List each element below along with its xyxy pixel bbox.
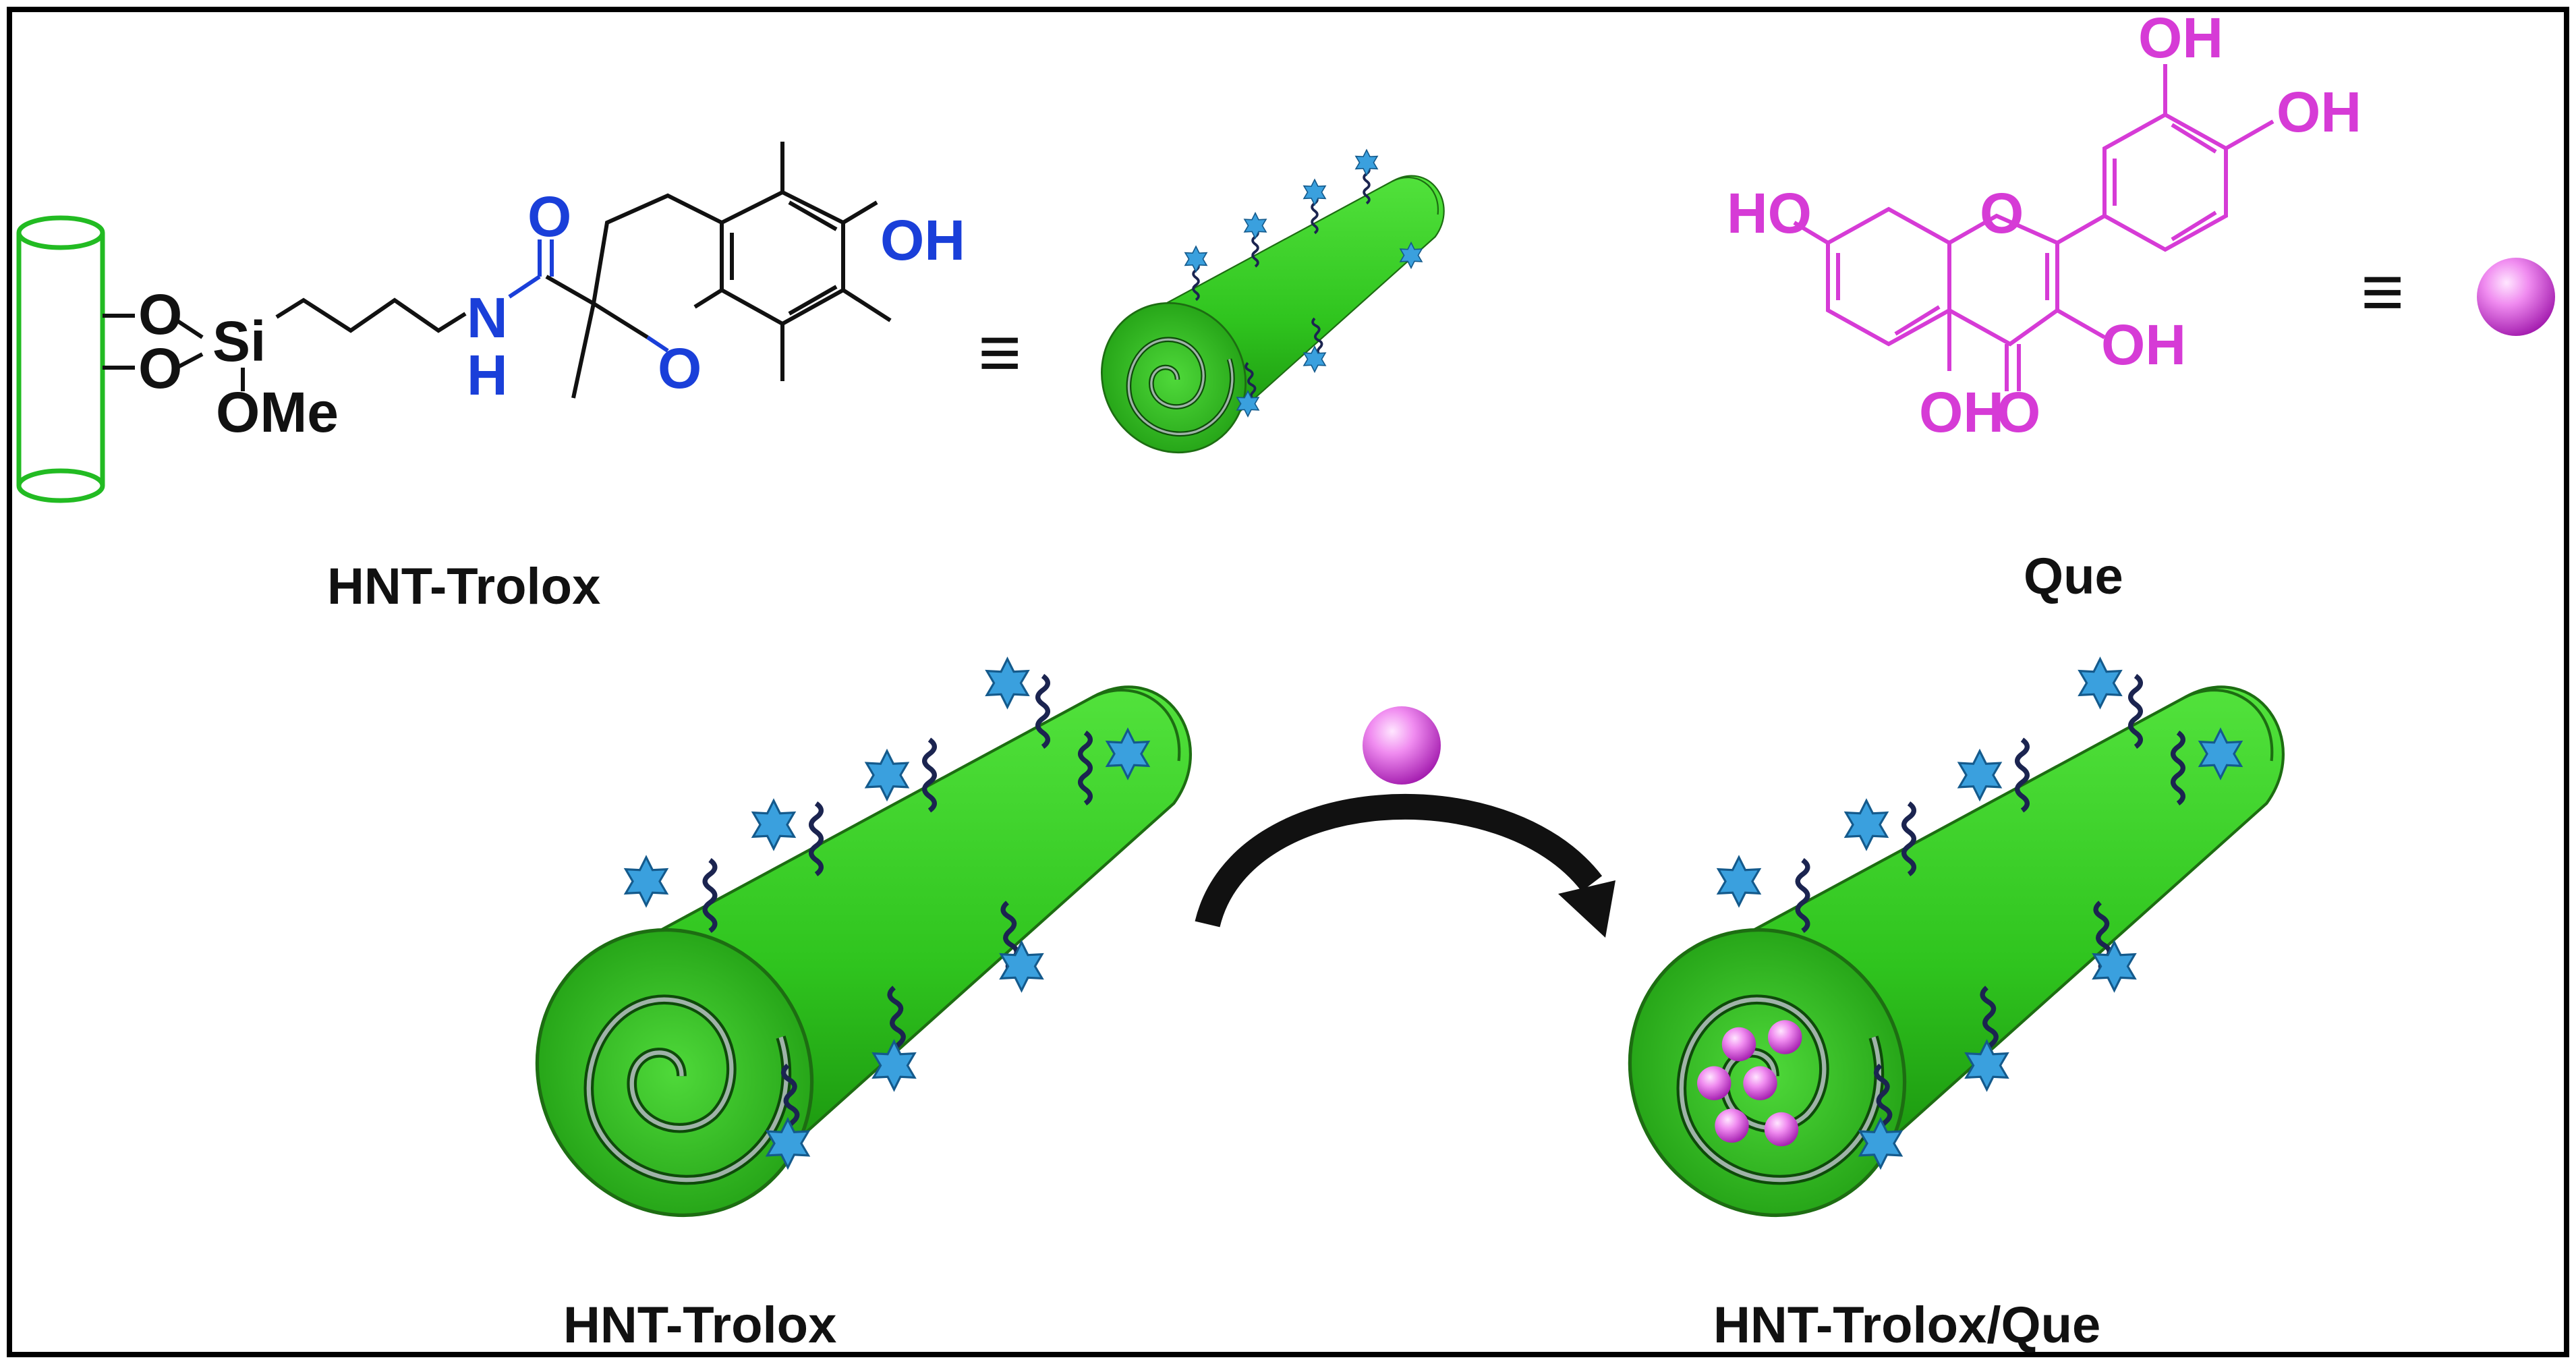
- label-hnt-trolox-top: HNT-Trolox: [327, 558, 600, 615]
- que-atom-carbonyl-o: O: [1997, 380, 2040, 444]
- figure-frame: [7, 7, 2569, 1357]
- que-atom-oh-5: OH: [1919, 380, 2004, 444]
- atom-si: Si: [212, 310, 266, 373]
- halloysite-tube-icon: [16, 215, 105, 503]
- atom-o-1: O: [138, 283, 182, 346]
- label-hnt-trolox-bottom: HNT-Trolox: [563, 1297, 836, 1354]
- atom-oh: OH: [880, 208, 965, 272]
- que-atom-ho: HO: [1727, 181, 1812, 245]
- reaction-arrow-icon: [1195, 793, 1615, 938]
- que-atom-oh-top: OH: [2138, 6, 2223, 69]
- equivalence-symbol-1: ≡: [978, 311, 1021, 394]
- atom-carbonyl-o: O: [527, 185, 571, 248]
- quercetin-structure: [1793, 64, 2274, 391]
- hnt-trolox-que-tube-large: [1578, 658, 2283, 1266]
- que-atom-ring-o: O: [1980, 181, 2024, 245]
- equivalence-symbol-2: ≡: [2361, 250, 2404, 333]
- quercetin-sphere-icon: [2477, 258, 2555, 336]
- hnt-trolox-structure: O O Si OMe: [16, 142, 965, 503]
- label-que: Que: [2024, 548, 2123, 605]
- atom-h: H: [467, 343, 508, 407]
- atom-n: N: [467, 286, 508, 349]
- atom-ome: OMe: [216, 380, 339, 444]
- atom-ring-o: O: [658, 337, 702, 400]
- que-atom-oh-right: OH: [2277, 80, 2362, 144]
- que-atom-oh-3: OH: [2101, 313, 2186, 376]
- atom-o-2: O: [138, 337, 182, 400]
- quercetin-sphere-icon-reagent: [1363, 706, 1441, 785]
- label-hnt-trolox-que: HNT-Trolox/Que: [1713, 1297, 2100, 1354]
